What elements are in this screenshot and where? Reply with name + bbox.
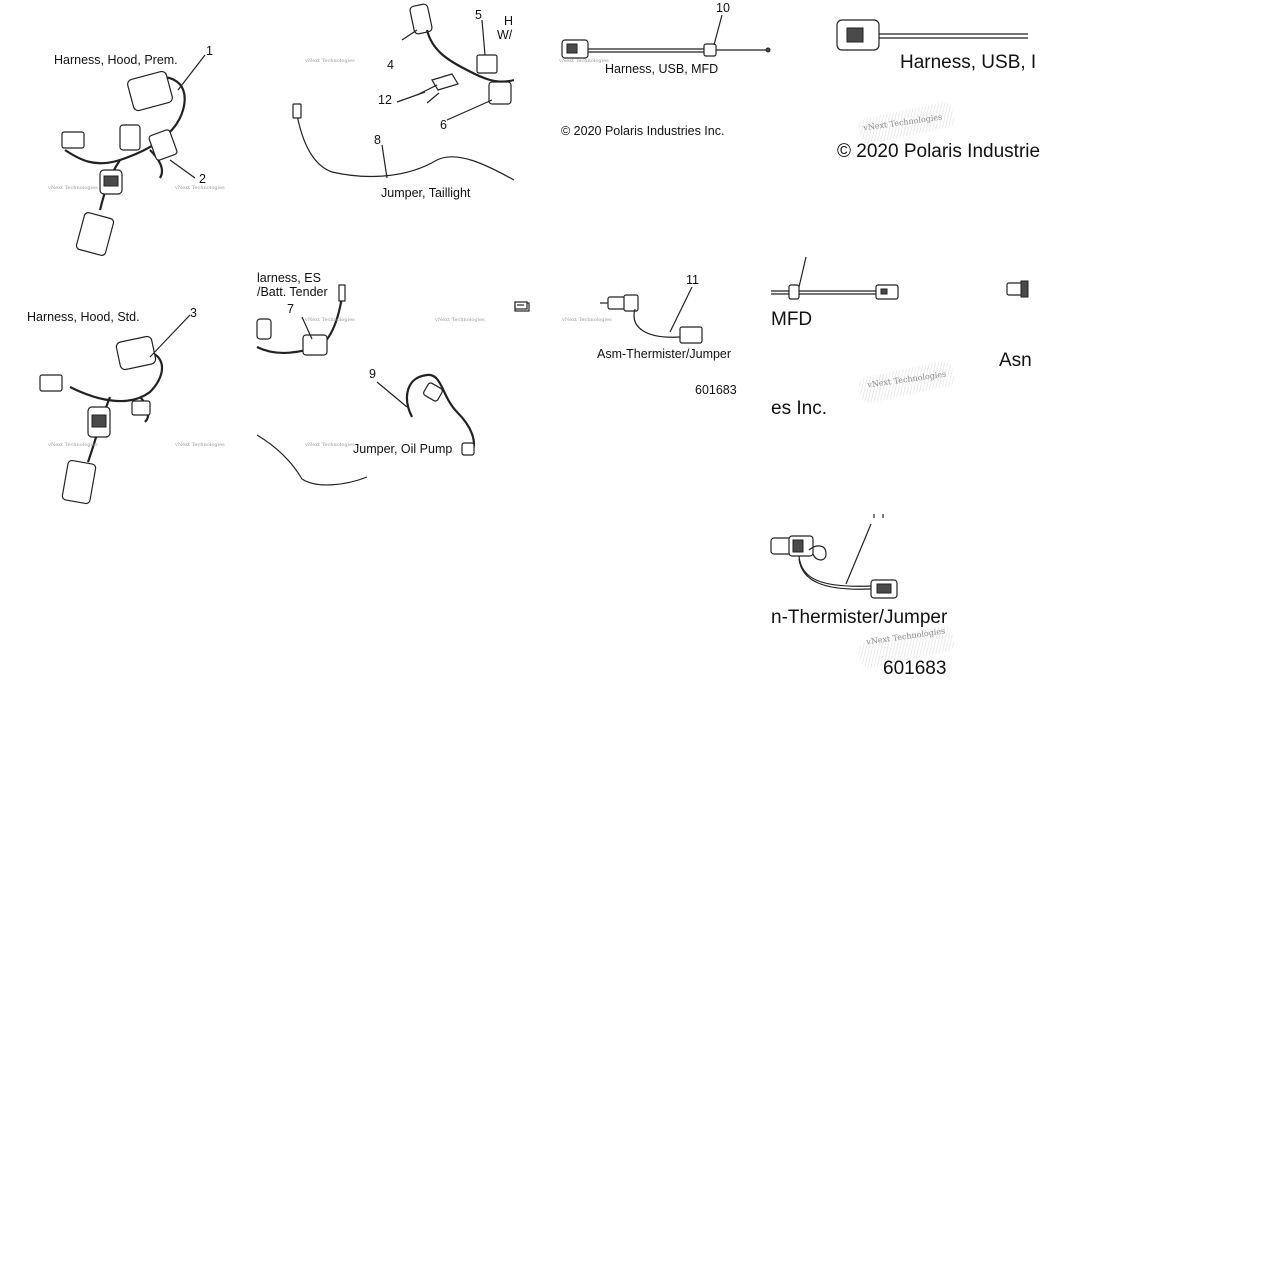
watermark: vNext Technologies — [175, 185, 225, 191]
figure-number: 601683 — [883, 658, 947, 679]
callout-7: 7 — [287, 302, 294, 316]
label-batt-tender: /Batt. Tender — [257, 285, 328, 299]
copyright: © 2020 Polaris Industries Inc. — [561, 124, 725, 138]
label-mfd-partial: MFD — [771, 309, 813, 330]
callout-11: 11 — [686, 273, 699, 287]
tile-jumper-oil-pump: larness, ES /Batt. Tender 7 9 Jumper, Oi… — [256, 257, 530, 514]
tile-asm-thermister: 11 Asm-Thermister/Jumper 601683 vNext Te… — [530, 257, 771, 514]
watermark: vNext Technologies — [175, 442, 225, 448]
label-w-partial: W/ — [497, 28, 513, 42]
harness-usb-mfd-drawing — [561, 14, 771, 59]
watermark: vNext Technologies — [48, 185, 98, 191]
label-asm-partial: Asn — [999, 350, 1032, 371]
label-jumper-oil-pump: Jumper, Oil Pump — [353, 442, 453, 456]
jumper-taillight-drawing — [292, 3, 515, 181]
callout-8: 8 — [374, 133, 381, 147]
callout-9: 9 — [369, 367, 376, 381]
watermark: vNext Technologies — [305, 317, 355, 323]
connector-fragment-icon — [514, 301, 528, 310]
tile-usb-mfd-zoom: MFD es Inc. Asn vNext Technologies — [771, 256, 1032, 514]
callout-10: 10 — [716, 1, 730, 15]
callout-1: 1 — [206, 44, 213, 58]
tile-jumper-taillight: 5 H W/ 4 12 6 8 Jumper, Taillight vNext … — [257, 0, 515, 257]
callout-12: 12 — [378, 93, 392, 107]
callout-4: 4 — [387, 58, 394, 72]
watermark: vNext Technologies — [305, 442, 355, 448]
label-harness-usb-mfd: Harness, USB, MFD — [605, 62, 719, 76]
label-thermister-partial: n-Thermister/Jumper — [771, 607, 948, 628]
usb-mfd-zoom-drawing — [771, 256, 1029, 300]
watermark: vNext Technologies — [562, 317, 612, 323]
watermark: vNext Technologies — [559, 58, 609, 64]
label-jumper-taillight: Jumper, Taillight — [381, 186, 471, 200]
label-harness-es: larness, ES — [257, 271, 321, 285]
watermark: vNext Technologies — [435, 317, 485, 323]
tile-thermister-zoom: n-Thermister/Jumper 601683 vNext Technol… — [770, 514, 1028, 771]
callout-6: 6 — [440, 118, 447, 132]
asm-thermister-drawing — [600, 286, 703, 344]
tile-harness-usb-mfd: 10 Harness, USB, MFD © 2020 Polaris Indu… — [514, 0, 771, 257]
callout-5: 5 — [475, 8, 482, 22]
label-asm-thermister: Asm-Thermister/Jumper — [597, 347, 732, 361]
label-harness-hood-std: Harness, Hood, Std. — [27, 310, 140, 324]
harness-hood-std-drawing — [39, 314, 191, 505]
copyright-partial: © 2020 Polaris Industrie — [837, 141, 1041, 162]
jumper-oil-pump-drawing — [256, 284, 530, 486]
harness-usb-zoom-drawing — [836, 19, 1028, 51]
figure-number: 601683 — [695, 383, 737, 397]
callout-3: 3 — [190, 306, 197, 320]
watermark: vNext Technologies — [48, 442, 98, 448]
tile-harness-hood-prem: Harness, Hood, Prem. 1 2 vNext Technolog… — [0, 0, 257, 257]
label-inc-partial: es Inc. — [771, 398, 827, 419]
watermark: vNext Technologies — [305, 58, 355, 64]
tile-harness-hood-std: Harness, Hood, Std. 3 vNext Technologies… — [0, 257, 257, 514]
label-h-partial: H — [504, 14, 514, 28]
thermister-zoom-drawing — [770, 514, 898, 599]
label-harness-hood-prem: Harness, Hood, Prem. — [54, 53, 178, 67]
callout-2: 2 — [199, 172, 206, 186]
harness-hood-prem-drawing — [61, 54, 206, 256]
label-harness-usb-partial: Harness, USB, I — [900, 52, 1037, 73]
tile-harness-usb-zoom: Harness, USB, I © 2020 Polaris Industrie… — [771, 0, 1040, 257]
connector-fragment — [514, 300, 530, 312]
